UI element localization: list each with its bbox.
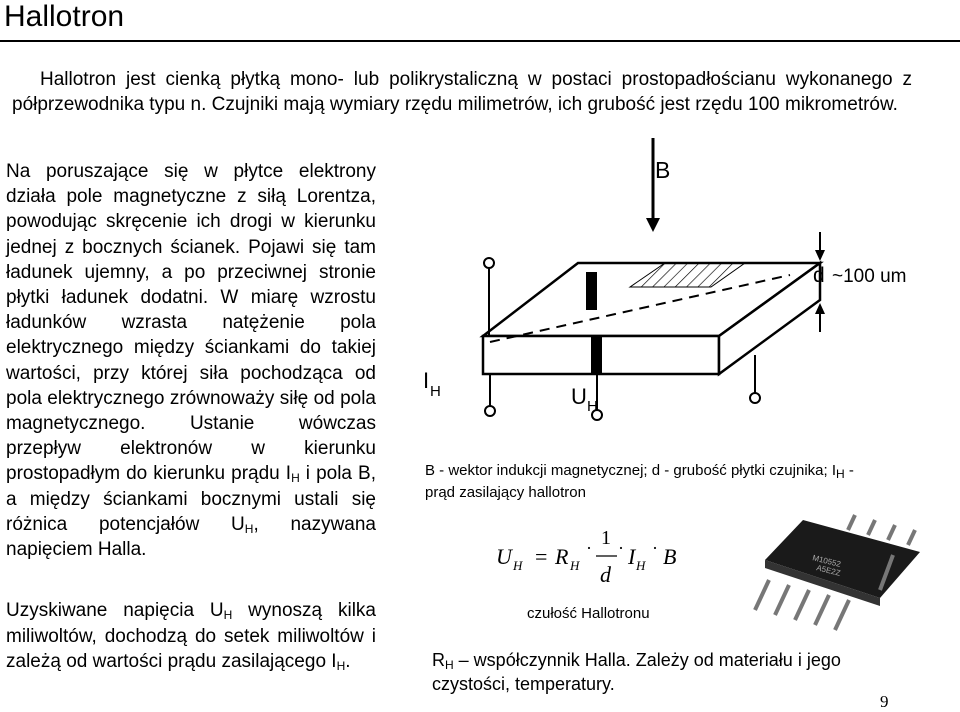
label-i: I — [423, 368, 429, 393]
label-i-sub: H — [430, 383, 441, 400]
formula-b: B — [663, 544, 676, 569]
hall-contact-back — [586, 272, 597, 310]
formula-dot-2: · — [618, 538, 624, 558]
title-underline — [0, 40, 960, 42]
formula-r-sub: H — [569, 558, 580, 573]
page-title: Hallotron — [4, 0, 125, 33]
explanation-text-2: i pola B, a między ściankami bocznymi us… — [6, 463, 376, 535]
hall-contact-front — [591, 336, 602, 374]
hall-voltage-formula: U H = R H · 1 d · I H · B — [496, 527, 676, 587]
diagram-caption: B - wektor indukcji magnetycznej; d - gr… — [425, 460, 855, 504]
subscript-h: H — [445, 658, 454, 672]
thickness-arrowhead-bottom — [815, 303, 825, 314]
hall-effect-explanation: Na poruszające się w płytce elektrony dz… — [6, 159, 376, 562]
rh-symbol: R — [432, 650, 445, 670]
subscript-h: H — [336, 659, 346, 673]
rh-description: – współczynnik Halla. Zależy od materiał… — [432, 650, 841, 694]
formula-i: I — [627, 544, 637, 569]
formula-i-sub: H — [635, 558, 646, 573]
subscript-h: H — [836, 467, 845, 481]
b-arrow-head — [646, 218, 660, 232]
subscript-h: H — [291, 471, 300, 486]
current-path-dashed — [489, 274, 791, 343]
explanation-text-3: , nazywana napięciem Halla. — [6, 513, 376, 561]
subscript-h: H — [223, 608, 233, 622]
hallotron-chip-photo: M10552 A5E2Z — [753, 514, 920, 631]
formula-dot-3: · — [652, 538, 658, 558]
intro-rest: wykonanego z półprzewodnika typu n. Czuj… — [12, 69, 913, 115]
hall-coefficient-note: RH – współczynnik Halla. Zależy od mater… — [432, 648, 892, 696]
formula-r: R — [554, 544, 569, 569]
intro-line-1: Hallotron jest cienką płytką mono- lub p… — [40, 69, 776, 90]
caption-text-1: B - wektor indukcji magnetycznej; d - gr… — [425, 462, 836, 479]
formula-equals: = — [535, 544, 547, 569]
voltage-text-1: Uzyskiwane napięcia U — [6, 600, 224, 621]
label-b: B — [655, 157, 670, 183]
formula-u: U — [496, 544, 514, 569]
terminal-hall — [591, 409, 603, 421]
subscript-h: H — [244, 521, 254, 536]
page-number: 9 — [880, 692, 889, 711]
label-u-sub: H — [587, 398, 598, 415]
plate-right-face — [717, 260, 822, 377]
formula-numerator: 1 — [601, 527, 611, 549]
voltage-paragraph: Uzyskiwane napięcia UH wynoszą kilka mil… — [6, 598, 376, 675]
intro-paragraph: Hallotron jest cienką płytką mono- lub p… — [12, 67, 912, 117]
voltage-text-3: . — [345, 651, 351, 672]
label-d: d — [813, 264, 825, 287]
label-thickness: ~100 um — [832, 266, 906, 287]
thickness-arrowhead-top — [815, 250, 825, 261]
formula-denominator: d — [600, 562, 612, 587]
terminal-right — [749, 392, 761, 404]
sensitivity-label: czułość Hallotronu — [527, 605, 650, 622]
terminal-left-top — [483, 257, 495, 269]
caption-text-2: - prąd zasilający hallotron — [425, 462, 854, 501]
formula-u-sub: H — [512, 558, 523, 573]
hatched-region — [628, 262, 747, 288]
formula-dot-1: · — [586, 538, 592, 558]
terminal-left-bottom — [484, 405, 496, 417]
label-u: U — [571, 384, 587, 409]
voltage-text-2: wynoszą kilka miliwoltów, dochodzą do se… — [6, 600, 376, 672]
explanation-text-1: Na poruszające się w płytce elektrony dz… — [6, 161, 376, 485]
